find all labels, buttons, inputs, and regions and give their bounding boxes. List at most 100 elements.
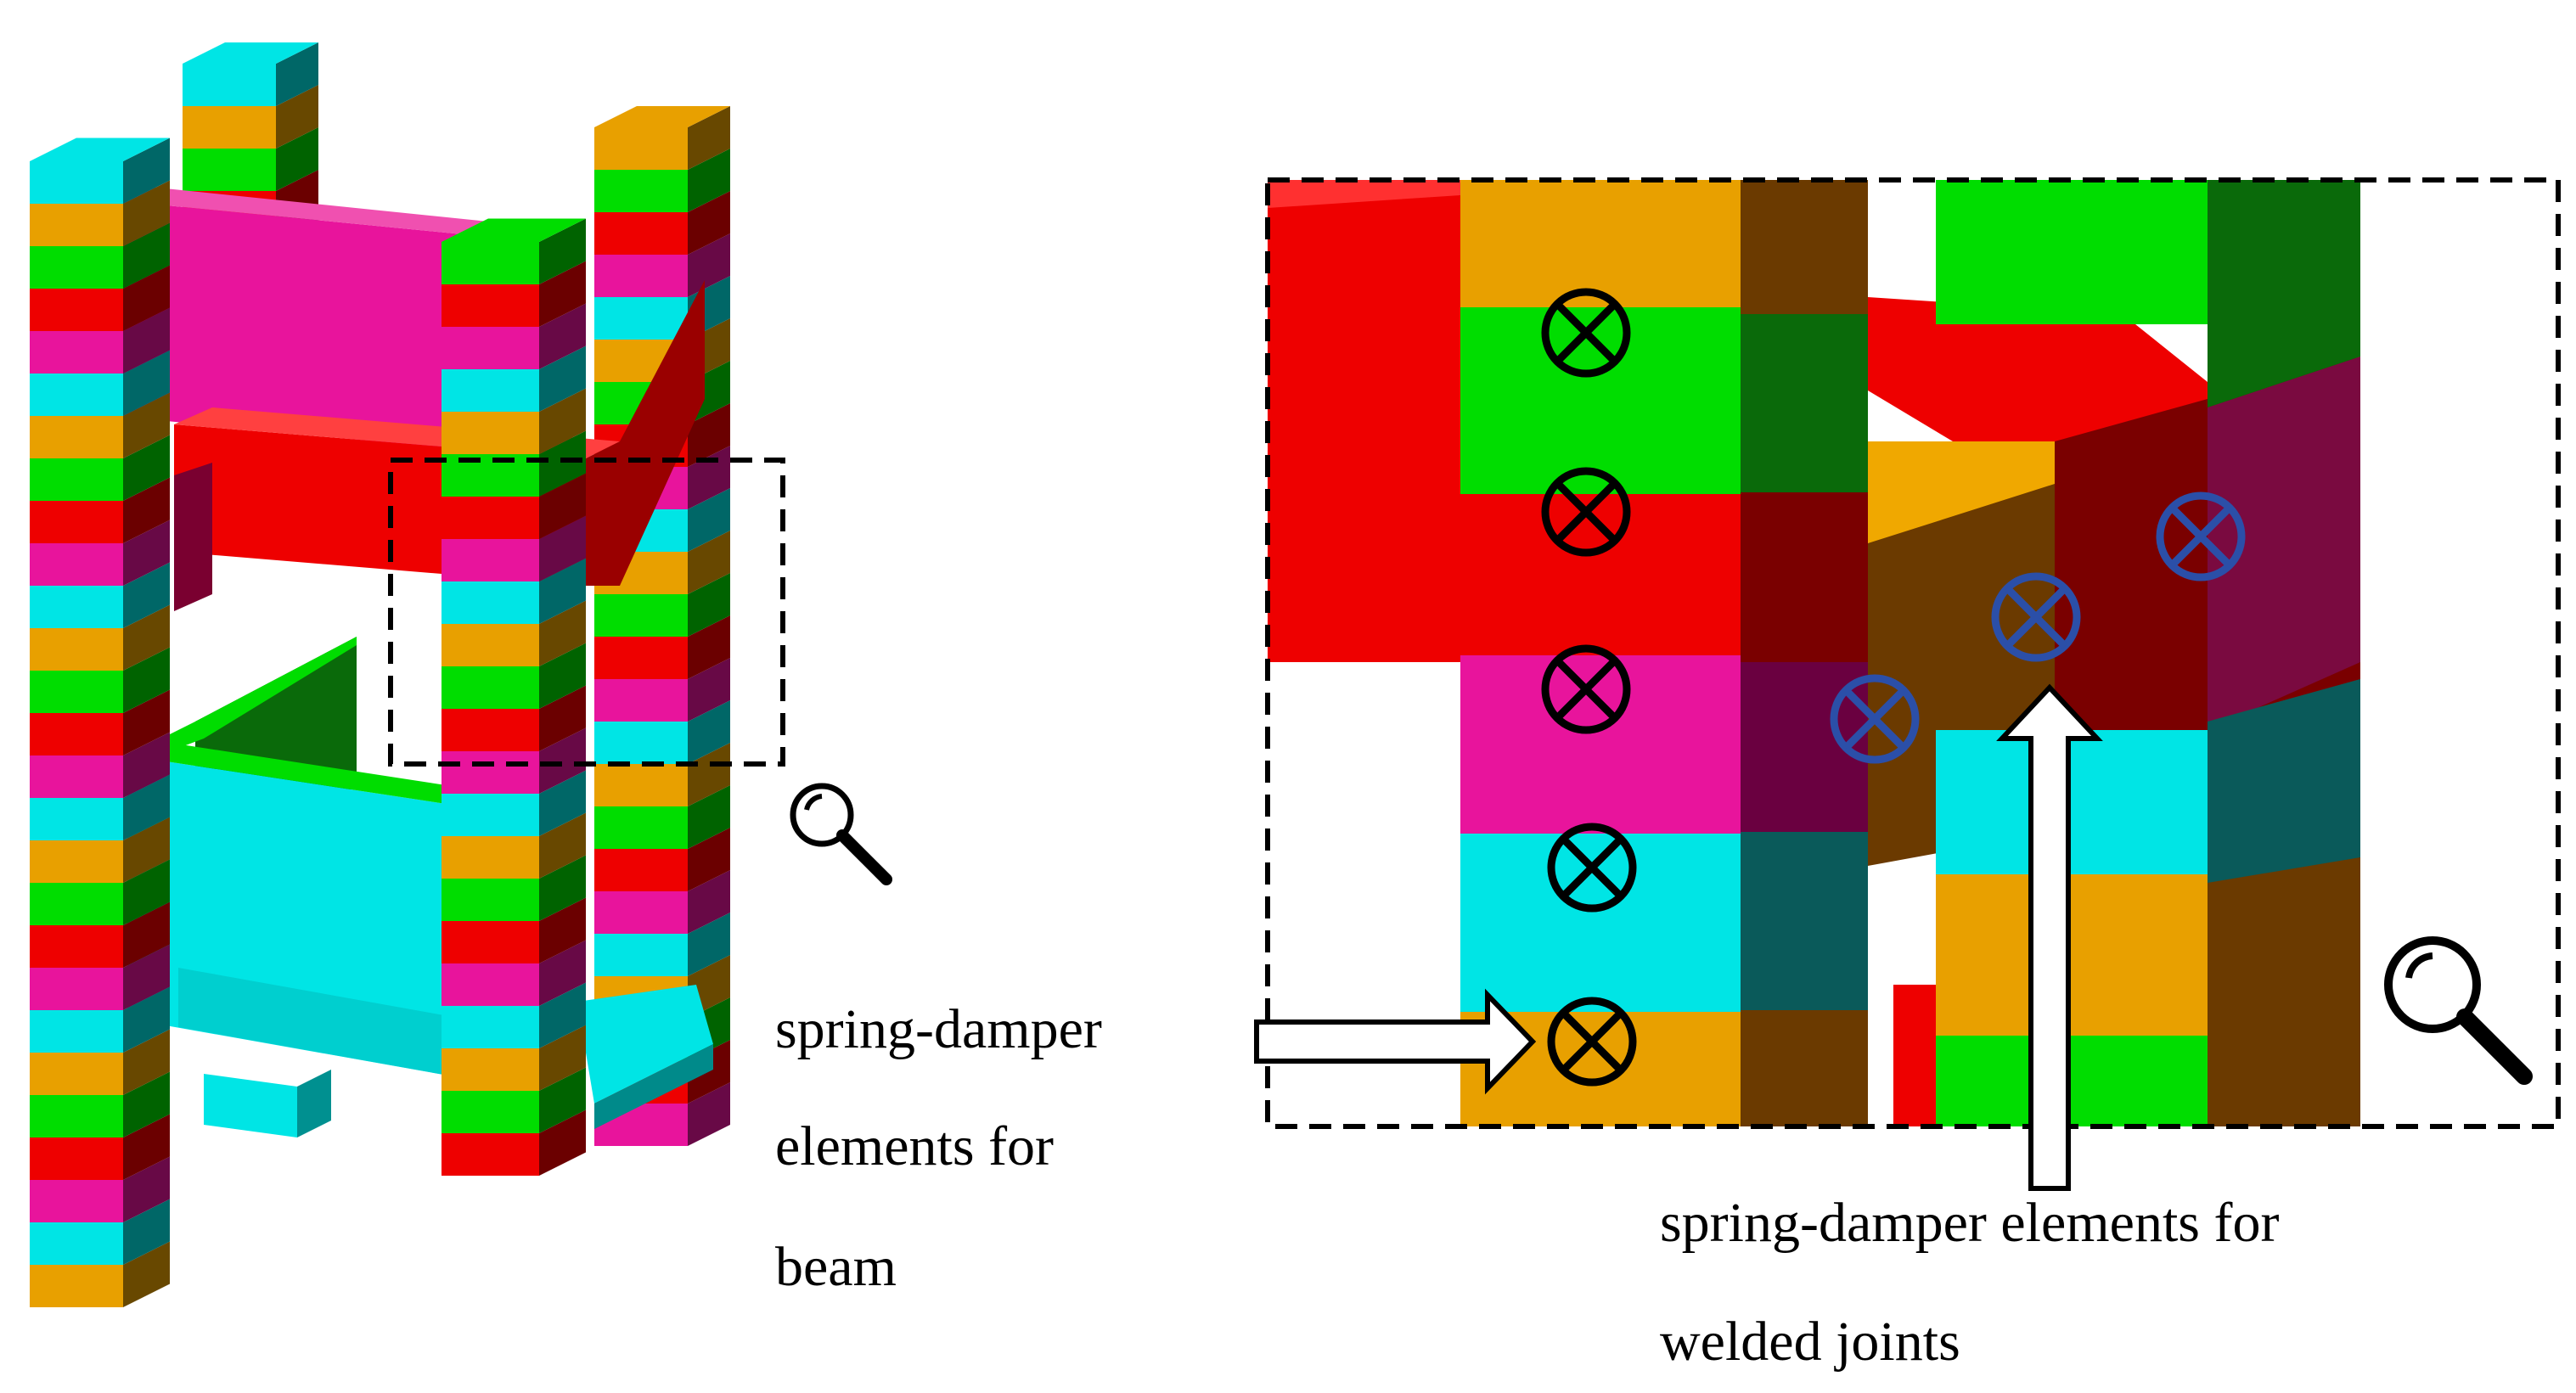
column-block (594, 764, 688, 806)
column-block (442, 709, 539, 751)
column-block-side (123, 562, 170, 628)
column-block (442, 921, 539, 963)
column-block (442, 454, 539, 497)
column-block-side (539, 473, 586, 539)
column-block-side (539, 303, 586, 369)
magnifier-icon (2384, 936, 2533, 1085)
column-block (442, 369, 539, 412)
column-block (30, 331, 123, 374)
column-block (30, 755, 123, 798)
column-block-side (539, 1109, 586, 1176)
column-block-side (539, 558, 586, 624)
column-block-side (539, 1025, 586, 1091)
column-block (30, 1053, 123, 1095)
column-block (442, 327, 539, 369)
column-block (30, 374, 123, 416)
column-block-side (539, 515, 586, 581)
column-block-side (539, 727, 586, 794)
column-block-side (539, 812, 586, 879)
column-block-side (539, 218, 586, 284)
column-block (594, 127, 688, 170)
column-block (442, 751, 539, 794)
column-block-side (539, 685, 586, 751)
column-block-side (539, 982, 586, 1048)
column-block (594, 934, 688, 976)
column-block-side (539, 1067, 586, 1133)
column-block-side (539, 855, 586, 921)
column-block-side (123, 180, 170, 246)
column-block-side (123, 1241, 170, 1307)
column-block-side (123, 435, 170, 501)
column-block (30, 883, 123, 925)
column-block (30, 204, 123, 246)
column-top (30, 138, 170, 161)
column-block-side (123, 944, 170, 1010)
zoom-region-box (388, 458, 785, 767)
top-plate (115, 187, 497, 450)
column-block (594, 297, 688, 340)
column-block (442, 963, 539, 1006)
column-block (442, 284, 539, 327)
lower-box-back (127, 637, 357, 789)
column-block (594, 170, 688, 212)
column-block (442, 539, 539, 581)
column-block (594, 255, 688, 297)
column-block-side (123, 265, 170, 331)
joint-label-line-1: spring-damper elements for (1660, 1192, 2280, 1254)
column-block (442, 412, 539, 454)
column-block-side (539, 430, 586, 497)
column-block (594, 637, 688, 679)
column-block-side (123, 307, 170, 374)
column-block (30, 671, 123, 713)
joint-label-line-2: welded joints (1660, 1311, 1960, 1373)
column-block-side (123, 647, 170, 713)
column-top (442, 218, 586, 242)
beam-label-line-1: spring-damper (775, 998, 1102, 1060)
column-block (442, 242, 539, 284)
column-block-side (539, 897, 586, 963)
column-front-right (442, 218, 586, 1176)
column-top (183, 42, 318, 64)
column-block (442, 666, 539, 709)
column-block-side (539, 388, 586, 454)
zoom-detail-frame (1265, 177, 2561, 1129)
column-block-side (123, 520, 170, 586)
column-block-side (539, 770, 586, 836)
column-block (30, 1222, 123, 1265)
column-block (30, 458, 123, 501)
beam-label-line-3: beam (775, 1236, 897, 1298)
column-block (30, 1010, 123, 1053)
arrow-joints (1996, 683, 2103, 1191)
column-block-side (123, 1029, 170, 1095)
column-block (30, 1095, 123, 1137)
column-block (30, 840, 123, 883)
column-block (594, 806, 688, 849)
column-block-side (123, 392, 170, 458)
column-block-side (123, 1156, 170, 1222)
column-block (594, 594, 688, 637)
column-block-side (123, 1199, 170, 1265)
column-block (442, 1091, 539, 1133)
column-block (30, 798, 123, 840)
column-block (183, 149, 276, 191)
column-block (442, 497, 539, 539)
column-block (442, 1048, 539, 1091)
column-block-side (539, 261, 586, 327)
column-block (30, 161, 123, 204)
column-block (30, 1137, 123, 1180)
column-block (30, 1265, 123, 1307)
column-block (442, 836, 539, 879)
column-block-side (539, 600, 586, 666)
column-block (30, 586, 123, 628)
column-block (30, 289, 123, 331)
column-block (594, 849, 688, 891)
column-block (594, 891, 688, 934)
column-block-side (123, 689, 170, 755)
column-block-side (123, 1071, 170, 1137)
column-block-side (123, 902, 170, 968)
column-block-side (123, 222, 170, 289)
column-block (594, 722, 688, 764)
column-block-side (123, 477, 170, 543)
column-block (183, 64, 276, 106)
